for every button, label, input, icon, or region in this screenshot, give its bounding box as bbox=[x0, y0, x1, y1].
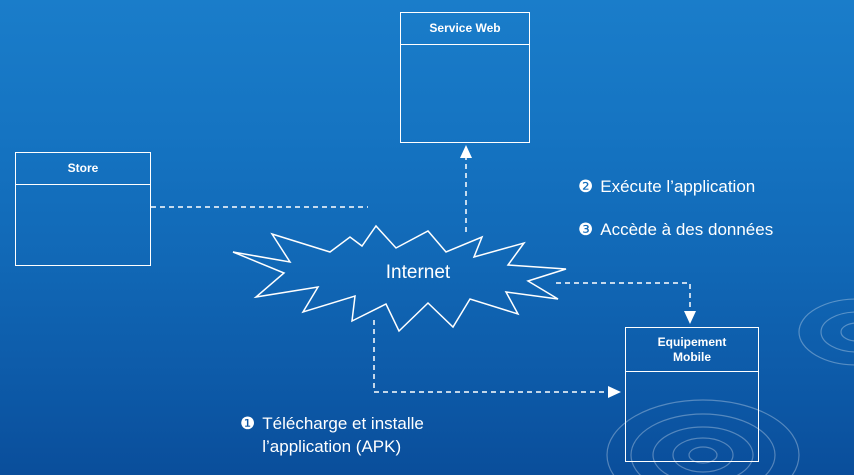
equipement-mobile-box: Equipement Mobile bbox=[625, 327, 759, 462]
step-1-text: Télécharge et installe l’application (AP… bbox=[262, 414, 424, 456]
service-web-box: Service Web bbox=[400, 12, 530, 143]
arrowhead-right-icon bbox=[608, 386, 621, 398]
arrow-internet-to-equipement-bottom bbox=[373, 320, 621, 398]
annotation-step-2: ❷ Exécute l’application bbox=[578, 176, 755, 199]
step-3-marker-icon: ❸ bbox=[578, 220, 594, 239]
internet-starburst bbox=[232, 224, 567, 333]
step-1-marker-icon: ❶ bbox=[240, 414, 256, 433]
equipement-mobile-box-title: Equipement Mobile bbox=[626, 328, 758, 372]
store-box-title: Store bbox=[16, 153, 150, 185]
step-2-text: Exécute l’application bbox=[600, 177, 756, 196]
ripple-watermark-bottom-icon bbox=[606, 399, 800, 475]
arrowhead-down-icon bbox=[684, 311, 696, 324]
arrow-internet-to-equipement-right bbox=[556, 282, 696, 324]
annotation-step-3: ❸ Accède à des données bbox=[578, 219, 773, 242]
annotation-step-1: ❶ Télécharge et installe l’application (A… bbox=[240, 413, 457, 459]
store-box: Store bbox=[15, 152, 151, 266]
internet-label: Internet bbox=[385, 262, 451, 283]
arrow-internet-to-serviceweb bbox=[460, 145, 472, 232]
ripple-watermark-right-icon bbox=[798, 298, 854, 366]
step-3-text: Accède à des données bbox=[600, 220, 774, 239]
step-2-marker-icon: ❷ bbox=[578, 177, 594, 196]
arrowhead-up-icon bbox=[460, 145, 472, 158]
service-web-box-title: Service Web bbox=[401, 13, 529, 45]
